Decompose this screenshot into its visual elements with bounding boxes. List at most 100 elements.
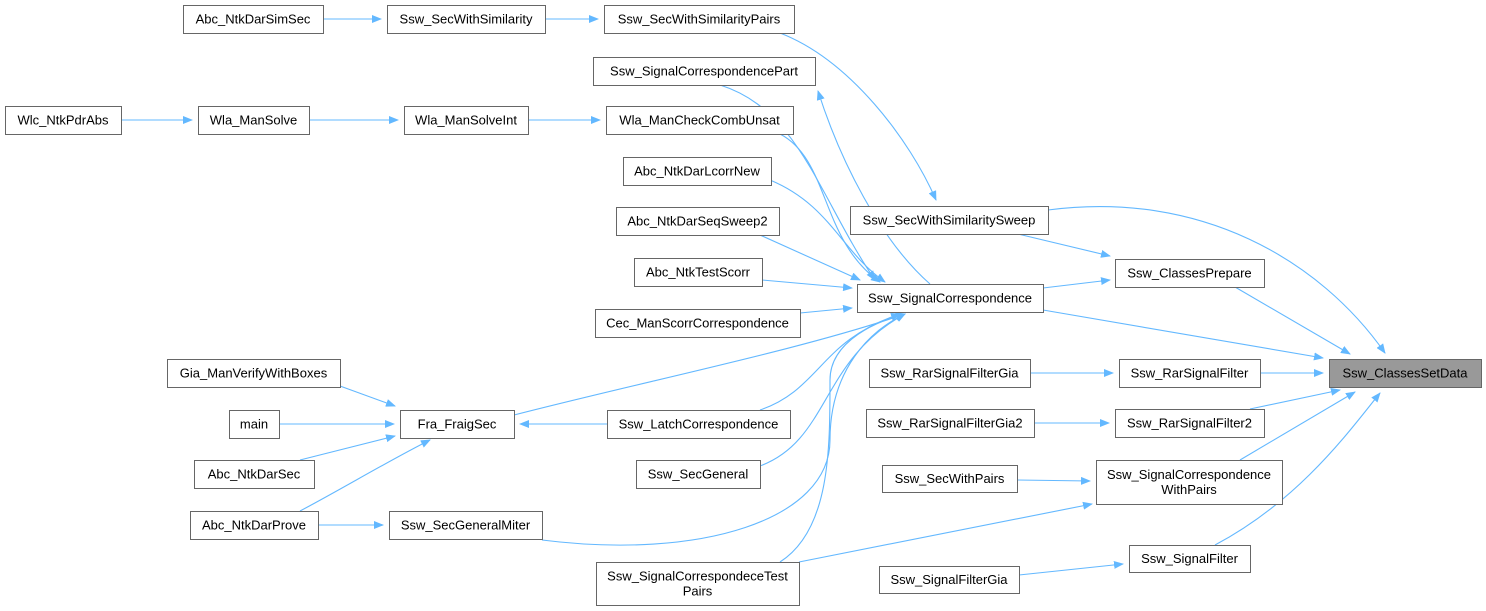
graph-node-secgeneralmiter[interactable]: Ssw_SecGeneralMiter: [389, 511, 543, 540]
node-label: Wlc_NtkPdrAbs: [17, 112, 109, 127]
graph-node-sigfiltergia[interactable]: Ssw_SignalFilterGia: [879, 566, 1020, 594]
call-edge: [779, 32, 937, 201]
node-box: [389, 511, 543, 540]
node-label: Ssw_SecWithSimilarityPairs: [618, 11, 781, 26]
graph-node-secwithpairs[interactable]: Ssw_SecWithPairs: [882, 465, 1018, 493]
graph-node-mansolve[interactable]: Wla_ManSolve: [198, 106, 310, 135]
graph-node-setdata[interactable]: Ssw_ClassesSetData: [1329, 359, 1482, 388]
graph-node-rargia[interactable]: Ssw_RarSignalFilterGia: [869, 359, 1031, 388]
graph-node-seqsweep2[interactable]: Abc_NtkDarSeqSweep2: [616, 207, 780, 236]
node-box: [866, 409, 1035, 438]
node-label: Ssw_RarSignalFilter2: [1127, 415, 1252, 430]
call-edge: [759, 234, 861, 281]
node-box: [1119, 359, 1261, 388]
call-edge: [1239, 391, 1356, 461]
call-edge: [1016, 476, 1091, 485]
graph-node-sweep[interactable]: Ssw_SecWithSimilaritySweep: [850, 206, 1049, 235]
graph-node-lcorrnew[interactable]: Abc_NtkDarLcorrNew: [623, 157, 772, 186]
node-label: WithPairs: [1161, 482, 1217, 497]
node-label: Ssw_RarSignalFilter: [1131, 365, 1249, 380]
graph-node-latchcorr[interactable]: Ssw_LatchCorrespondence: [607, 410, 791, 439]
node-box: [634, 258, 763, 287]
call-edge: [513, 313, 906, 416]
node-box: [882, 465, 1018, 493]
graph-node-prepare[interactable]: Ssw_ClassesPrepare: [1115, 259, 1265, 288]
call-edge: [769, 179, 886, 283]
node-label: Wla_ManSolveInt: [415, 112, 517, 127]
node-label: Ssw_SecWithPairs: [895, 471, 1005, 486]
graph-node-secsimpairs[interactable]: Ssw_SecWithSimilarityPairs: [604, 5, 795, 34]
call-edge: [799, 304, 853, 314]
node-box: [400, 410, 515, 439]
graph-node-mansolveint[interactable]: Wla_ManSolveInt: [404, 106, 529, 135]
graph-node-rargia2[interactable]: Ssw_RarSignalFilterGia2: [866, 409, 1035, 438]
node-box: [404, 106, 529, 135]
graph-node-secgeneral[interactable]: Ssw_SecGeneral: [636, 460, 761, 489]
node-box: [607, 410, 791, 439]
call-edge: [299, 439, 431, 512]
node-box: [636, 460, 761, 489]
graph-node-testscorr[interactable]: Abc_NtkTestScorr: [634, 258, 763, 287]
graph-node-cec[interactable]: Cec_ManScorrCorrespondence: [595, 309, 801, 338]
node-label: Ssw_RarSignalFilterGia2: [877, 415, 1022, 430]
graph-node-simsec[interactable]: Abc_NtkDarSimSec: [183, 5, 324, 34]
call-edge: [816, 90, 931, 285]
call-edge: [1042, 309, 1324, 361]
graph-node-rar2[interactable]: Ssw_RarSignalFilter2: [1115, 409, 1265, 438]
call-edge: [1234, 286, 1351, 355]
node-box: [5, 106, 122, 135]
node-box: [167, 359, 341, 388]
node-label: Abc_NtkDarSec: [208, 466, 301, 481]
node-label: Abc_NtkDarSeqSweep2: [627, 213, 767, 228]
node-label: main: [240, 416, 268, 431]
node-box: [857, 284, 1044, 313]
node-label: Abc_NtkDarLcorrNew: [634, 163, 760, 178]
graph-node-sc[interactable]: Ssw_SignalCorrespondence: [857, 284, 1044, 313]
node-label: Cec_ManScorrCorrespondence: [606, 315, 789, 330]
graph-node-sigfilter[interactable]: Ssw_SignalFilter: [1129, 545, 1251, 573]
graph-node-checkcomb[interactable]: Wla_ManCheckCombUnsat: [606, 106, 794, 135]
call-edge: [779, 133, 881, 283]
graph-node-rar[interactable]: Ssw_RarSignalFilter: [1119, 359, 1261, 388]
call-edge: [299, 434, 396, 461]
graph-node-darprove[interactable]: Abc_NtkDarProve: [190, 511, 319, 540]
graph-node-fraigsec[interactable]: Fra_FraigSec: [400, 410, 515, 439]
node-label: Ssw_SecWithSimilaritySweep: [863, 212, 1036, 227]
call-edge: [339, 385, 396, 407]
call-edge: [1047, 206, 1386, 354]
call-edge: [719, 84, 876, 281]
node-box: [229, 410, 280, 439]
node-box: [596, 562, 800, 606]
node-box: [879, 566, 1020, 594]
call-edge: [779, 312, 906, 563]
node-label: Ssw_SecGeneral: [648, 466, 749, 481]
graph-node-scpart[interactable]: Ssw_SignalCorrespondencePart: [593, 57, 816, 86]
node-label: Wla_ManCheckCombUnsat: [619, 112, 780, 127]
node-box: [194, 460, 315, 489]
call-edge: [1042, 277, 1111, 289]
node-box: [1096, 460, 1283, 505]
call-edge: [761, 279, 853, 292]
node-box: [595, 309, 801, 338]
call-edge: [798, 501, 1093, 563]
node-label: Fra_FraigSec: [418, 416, 497, 431]
node-box: [869, 359, 1031, 388]
node-label: Ssw_ClassesPrepare: [1127, 265, 1251, 280]
graph-node-giaverify[interactable]: Gia_ManVerifyWithBoxes: [167, 359, 341, 388]
graph-node-pdrabs[interactable]: Wlc_NtkPdrAbs: [5, 106, 122, 135]
node-box: [387, 5, 546, 34]
node-box: [616, 207, 780, 236]
node-box: [604, 5, 795, 34]
graph-node-darsec[interactable]: Abc_NtkDarSec: [194, 460, 315, 489]
node-label: Wla_ManSolve: [210, 112, 297, 127]
node-label: Gia_ManVerifyWithBoxes: [180, 365, 328, 380]
node-box: [198, 106, 310, 135]
node-label: Ssw_SignalCorrespondeceTest: [607, 568, 788, 583]
call-edge: [1018, 560, 1124, 576]
node-label: Ssw_SecGeneralMiter: [401, 517, 531, 532]
graph-node-main[interactable]: main: [229, 410, 280, 439]
graph-node-secsim[interactable]: Ssw_SecWithSimilarity: [387, 5, 546, 34]
